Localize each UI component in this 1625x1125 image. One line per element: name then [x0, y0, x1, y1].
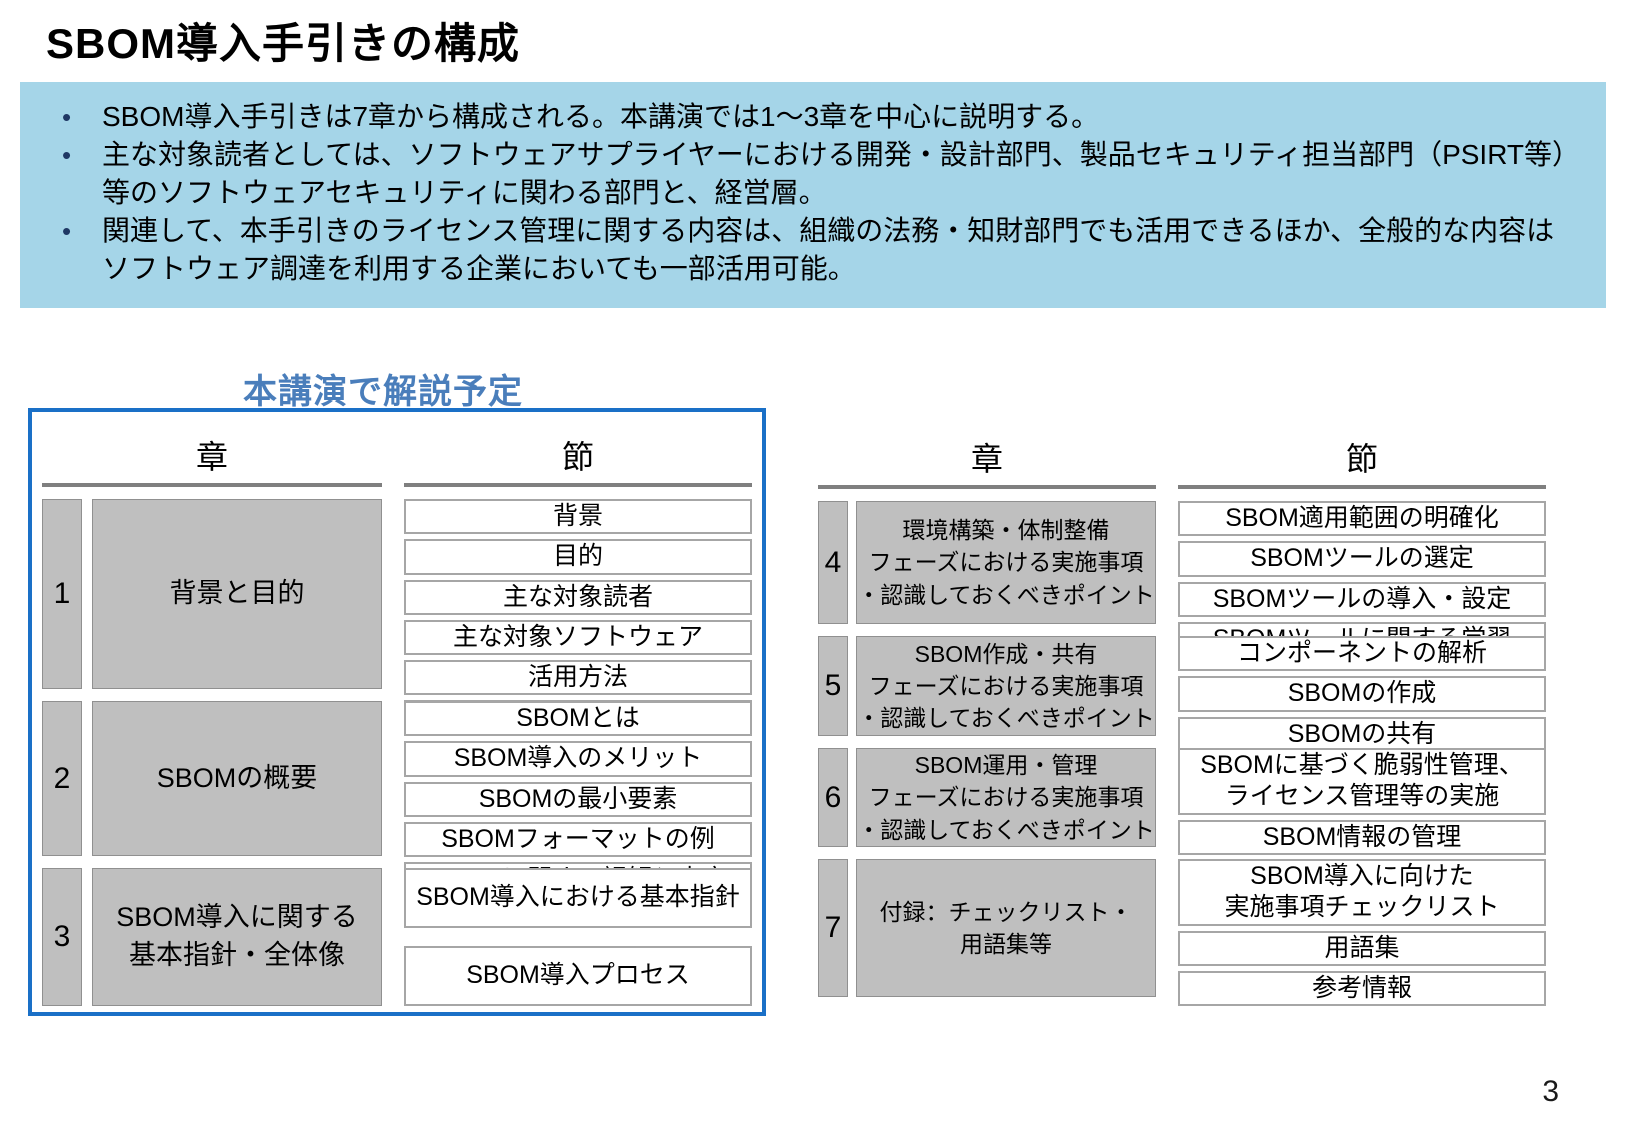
- section-item: SBOMツールの導入・設定: [1178, 581, 1546, 617]
- section-item: 主な対象読者: [404, 579, 752, 615]
- sections-stack: SBOM導入に向けた 実施事項チェックリスト 用語集 参考情報: [1178, 859, 1546, 1006]
- chapter-number: 1: [42, 499, 82, 689]
- sections-stack: コンポーネントの解析 SBOMの作成 SBOMの共有: [1178, 636, 1546, 752]
- chapter-number: 4: [818, 501, 848, 624]
- section-item: SBOMフォーマットの例: [404, 821, 752, 857]
- sections-stack: SBOM導入における基本指針 SBOM導入プロセス: [404, 868, 752, 1006]
- chapter-title: SBOM作成・共有 フェーズにおける実施事項 ・認識しておくべきポイント: [856, 636, 1156, 736]
- chapter-title: 環境構築・体制整備 フェーズにおける実施事項 ・認識しておくべきポイント: [856, 501, 1156, 624]
- page-title: SBOM導入手引きの構成: [46, 20, 521, 67]
- section-item: SBOM導入における基本指針: [404, 868, 752, 928]
- summary-bullet-list: • SBOM導入手引きは7章から構成される。本講演では1～3章を中心に説明する。…: [56, 98, 1576, 288]
- section-item: コンポーネントの解析: [1178, 636, 1546, 672]
- section-column-header: 節: [404, 432, 752, 487]
- table-body: 1 背景と目的 背景 目的 主な対象読者 主な対象ソフトウェア 活用方法 本手引…: [42, 499, 752, 1006]
- section-item: 活用方法: [404, 660, 752, 696]
- section-item: 目的: [404, 539, 752, 575]
- chapter-title: SBOM運用・管理 フェーズにおける実施事項 ・認識しておくべきポイント: [856, 748, 1156, 847]
- summary-bullet-text: 関連して、本手引きのライセンス管理に関する内容は、組織の法務・知財部門でも活用で…: [102, 215, 1555, 284]
- chapter-column-header: 章: [818, 434, 1156, 489]
- chapter-title: SBOMの概要: [92, 701, 382, 856]
- table-row: 7 付録：チェックリスト・ 用語集等 SBOM導入に向けた 実施事項チェックリス…: [818, 859, 1546, 1006]
- sections-stack: 背景 目的 主な対象読者 主な対象ソフトウェア 活用方法 本手引きのサマリー: [404, 499, 752, 736]
- summary-box: • SBOM導入手引きは7章から構成される。本講演では1～3章を中心に説明する。…: [20, 82, 1606, 308]
- sections-stack: SBOM適用範囲の明確化 SBOMツールの選定 SBOMツールの導入・設定 SB…: [1178, 501, 1546, 657]
- sections-stack: SBOMとは SBOM導入のメリット SBOMの最小要素 SBOMフォーマットの…: [404, 701, 752, 898]
- table-header: 章 節: [818, 434, 1546, 489]
- table-row: 3 SBOM導入に関する 基本指針・全体像 SBOM導入における基本指針 SBO…: [42, 868, 752, 1006]
- chapter-title: 背景と目的: [92, 499, 382, 689]
- section-item: SBOM導入に向けた 実施事項チェックリスト: [1178, 859, 1546, 926]
- page-number: 3: [1542, 1075, 1559, 1108]
- table-row: 1 背景と目的 背景 目的 主な対象読者 主な対象ソフトウェア 活用方法 本手引…: [42, 499, 752, 736]
- table-body: 4 環境構築・体制整備 フェーズにおける実施事項 ・認識しておくべきポイント S…: [818, 501, 1546, 1008]
- lecture-scope-label: 本講演で解説予定: [243, 373, 523, 411]
- chapter-number: 5: [818, 636, 848, 736]
- section-item: SBOMとは: [404, 701, 752, 737]
- table-row: 6 SBOM運用・管理 フェーズにおける実施事項 ・認識しておくべきポイント S…: [818, 748, 1546, 855]
- chapter-number: 6: [818, 748, 848, 847]
- section-item: 主な対象ソフトウェア: [404, 619, 752, 655]
- section-item: SBOMツールの選定: [1178, 541, 1546, 577]
- section-item: SBOM適用範囲の明確化: [1178, 501, 1546, 537]
- chapter-number: 2: [42, 701, 82, 856]
- chapters-1-3-table: 章 節 1 背景と目的 背景 目的 主な対象読者 主な対象ソフトウェア 活用方法…: [28, 408, 766, 1016]
- bullet-icon: •: [62, 216, 72, 246]
- section-item: SBOMの最小要素: [404, 781, 752, 817]
- section-item: SBOM導入プロセス: [404, 946, 752, 1006]
- section-item: SBOMの共有: [1178, 716, 1546, 752]
- table-row: 5 SBOM作成・共有 フェーズにおける実施事項 ・認識しておくべきポイント コ…: [818, 636, 1546, 752]
- chapter-column-header: 章: [42, 432, 382, 487]
- section-item: 参考情報: [1178, 970, 1546, 1006]
- table-row: 4 環境構築・体制整備 フェーズにおける実施事項 ・認識しておくべきポイント S…: [818, 501, 1546, 657]
- section-item: 用語集: [1178, 930, 1546, 966]
- section-item: SBOMに基づく脆弱性管理、 ライセンス管理等の実施: [1178, 748, 1546, 815]
- list-item: • 主な対象読者としては、ソフトウェアサプライヤーにおける開発・設計部門、製品セ…: [56, 136, 1576, 212]
- chapter-number: 3: [42, 868, 82, 1006]
- chapter-title: 付録：チェックリスト・ 用語集等: [856, 859, 1156, 997]
- section-column-header: 節: [1178, 434, 1546, 489]
- bullet-icon: •: [62, 102, 72, 132]
- sections-stack: SBOMに基づく脆弱性管理、 ライセンス管理等の実施 SBOM情報の管理: [1178, 748, 1546, 855]
- list-item: • SBOM導入手引きは7章から構成される。本講演では1～3章を中心に説明する。: [56, 98, 1576, 136]
- chapter-number: 7: [818, 859, 848, 997]
- section-item: SBOMの作成: [1178, 676, 1546, 712]
- table-row: 2 SBOMの概要 SBOMとは SBOM導入のメリット SBOMの最小要素 S…: [42, 701, 752, 898]
- bullet-icon: •: [62, 140, 72, 170]
- summary-bullet-text: 主な対象読者としては、ソフトウェアサプライヤーにおける開発・設計部門、製品セキュ…: [102, 139, 1567, 208]
- chapters-4-7-table: 章 節 4 環境構築・体制整備 フェーズにおける実施事項 ・認識しておくべきポイ…: [818, 408, 1546, 1008]
- table-header: 章 節: [42, 432, 752, 487]
- list-item: • 関連して、本手引きのライセンス管理に関する内容は、組織の法務・知財部門でも活…: [56, 212, 1576, 288]
- summary-bullet-text: SBOM導入手引きは7章から構成される。本講演では1～3章を中心に説明する。: [102, 101, 1100, 132]
- chapter-title: SBOM導入に関する 基本指針・全体像: [92, 868, 382, 1006]
- section-item: 背景: [404, 499, 752, 535]
- section-item: SBOM導入のメリット: [404, 741, 752, 777]
- section-item: SBOM情報の管理: [1178, 819, 1546, 855]
